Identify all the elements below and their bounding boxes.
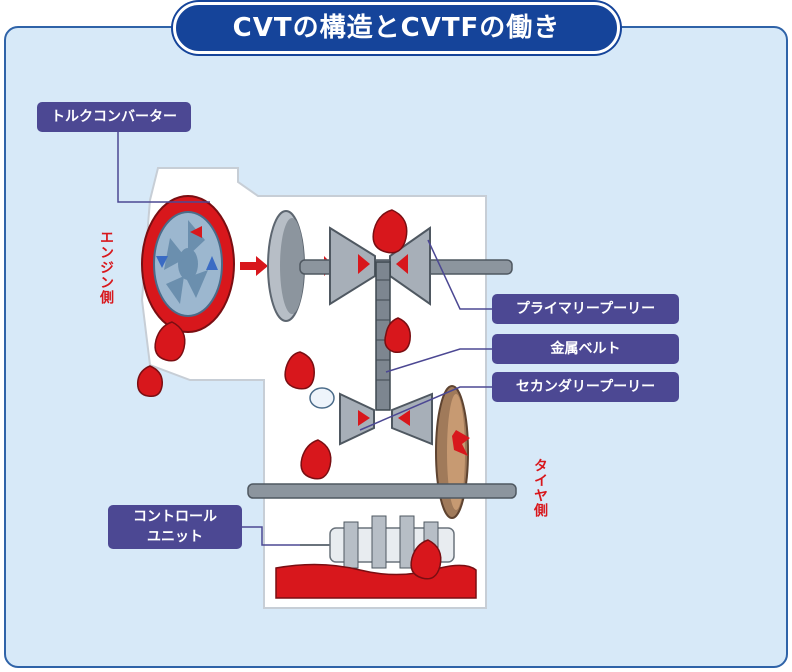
engine-side-label: エンジン側 <box>98 230 114 305</box>
control-unit-label: コントロール ユニット <box>108 505 242 549</box>
secondary-pulley-label: セカンダリープーリー <box>492 372 679 402</box>
leader-metal-belt <box>385 348 492 373</box>
output-shaft <box>247 483 517 499</box>
page-title: CVTの構造とCVTFの働き <box>173 2 620 54</box>
primary-pulley-label: プライマリープーリー <box>492 294 679 324</box>
cvtf-mascot-group <box>136 209 442 580</box>
control-unit-label-line1: コントロール <box>133 509 217 525</box>
control-unit-label-line2: ユニット <box>147 529 203 545</box>
tire-side-label: タイヤ側 <box>532 458 548 518</box>
leader-secondary-pulley <box>359 386 492 431</box>
torque-converter-graphic <box>141 195 235 333</box>
torque-converter-label: トルクコンバーター <box>37 102 191 132</box>
metal-belt-label: 金属ベルト <box>492 334 679 364</box>
leader-control-unit <box>242 526 300 546</box>
input-disk <box>267 210 305 322</box>
leader-torque-converter <box>117 132 210 203</box>
bubble-icon <box>309 387 335 409</box>
leader-primary-pulley <box>427 239 492 310</box>
secondary-pulley-graphic <box>339 392 433 446</box>
